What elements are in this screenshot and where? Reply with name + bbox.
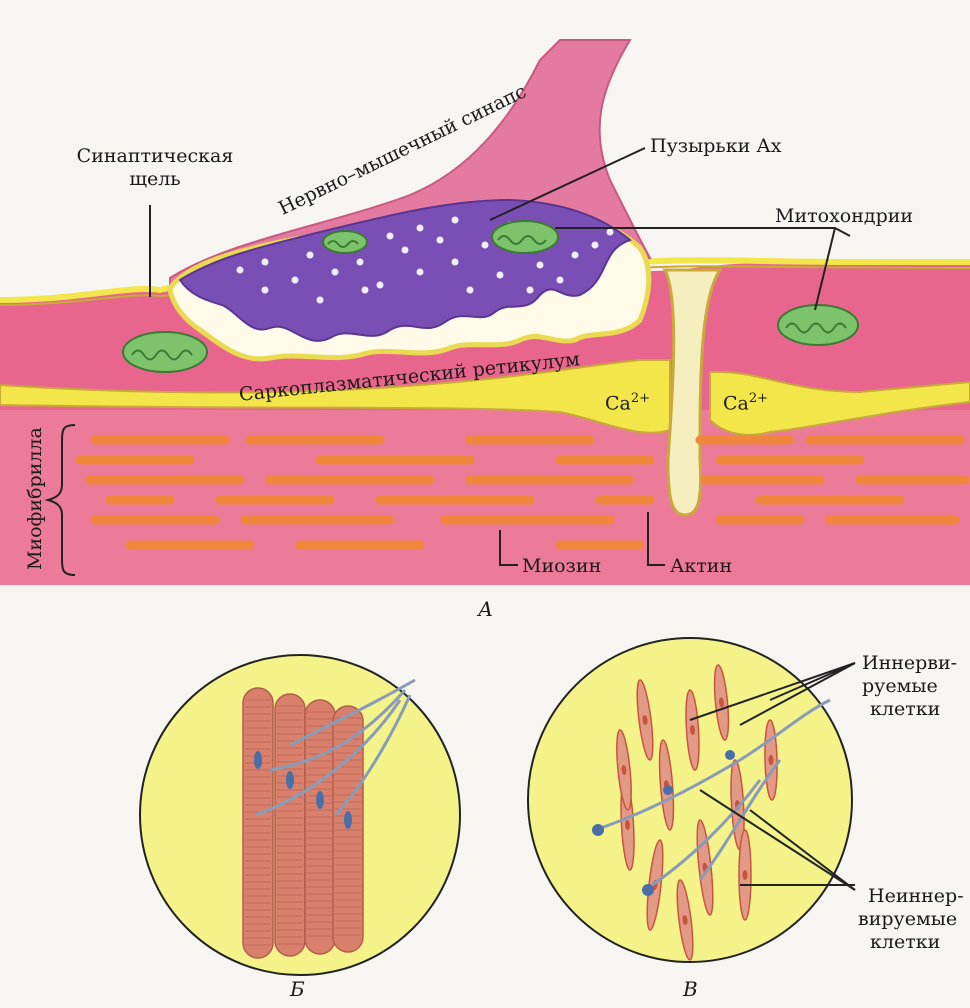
vesicle: [467, 287, 474, 294]
vesicle: [332, 269, 339, 276]
label-actin: Актин: [670, 555, 732, 577]
vesicle: [437, 237, 444, 244]
label-noninnervated-1: Неиннер-: [868, 885, 964, 907]
vesicle: [307, 252, 314, 259]
caption-panel-v: В: [683, 978, 698, 1000]
vesicle: [527, 287, 534, 294]
mitochondrion-terminal: [492, 221, 558, 253]
caption-panel-b: Б: [290, 978, 305, 1000]
vesicle: [262, 287, 269, 294]
vesicle: [417, 269, 424, 276]
mitochondrion-terminal-small: [323, 231, 367, 253]
skeletal-fibers: [243, 688, 363, 958]
panel-b-art: [140, 655, 460, 975]
vesicle: [592, 242, 599, 249]
label-innervated-1: Иннерви-: [862, 652, 957, 674]
vesicle: [387, 233, 394, 240]
ca-right-charge: 2+: [749, 391, 768, 406]
vesicle: [317, 297, 324, 304]
vesicle: [377, 282, 384, 289]
vesicle: [537, 262, 544, 269]
label-myosin: Миозин: [522, 555, 601, 577]
vesicle: [452, 259, 459, 266]
label-synaptic-cleft-1: Синаптическая: [75, 145, 235, 167]
vesicle: [572, 252, 579, 259]
panel-v-art: [528, 638, 855, 962]
label-mitochondria: Митохондрии: [775, 205, 913, 227]
nucleus: [316, 791, 324, 809]
mitochondrion-right: [778, 305, 858, 345]
label-noninnervated-3: клетки: [870, 931, 940, 953]
vesicle: [357, 259, 364, 266]
nucleus: [344, 811, 352, 829]
ca-left-charge: 2+: [631, 391, 650, 406]
vesicle: [402, 247, 409, 254]
nucleus: [254, 751, 262, 769]
label-ca-left: Ca2+: [605, 388, 650, 414]
vesicle: [452, 217, 459, 224]
vesicle: [417, 225, 424, 232]
skeletal-fiber: [305, 700, 335, 954]
mitochondrion-left: [123, 332, 207, 372]
cell-nucleus: [743, 870, 748, 880]
label-vesicles-ach: Пузырьки Ах: [650, 135, 781, 157]
vesicle: [607, 229, 614, 236]
label-innervated-3: клетки: [870, 698, 940, 720]
label-noninnervated-2: вируемые: [858, 908, 957, 930]
label-myofibril: Миофибрилла: [24, 427, 46, 570]
label-synaptic-cleft-2: щель: [75, 168, 235, 190]
vesicle: [557, 277, 564, 284]
caption-panel-a: А: [478, 598, 493, 620]
vesicle: [292, 277, 299, 284]
nucleus: [286, 771, 294, 789]
ca-left-symbol: Ca: [605, 392, 631, 414]
label-ca-right: Ca2+: [723, 388, 768, 414]
label-innervated-2: руемые: [862, 675, 938, 697]
vesicle: [362, 287, 369, 294]
vesicle: [497, 272, 504, 279]
vesicle: [262, 259, 269, 266]
vesicle: [237, 267, 244, 274]
vesicle: [482, 242, 489, 249]
ca-right-symbol: Ca: [723, 392, 749, 414]
